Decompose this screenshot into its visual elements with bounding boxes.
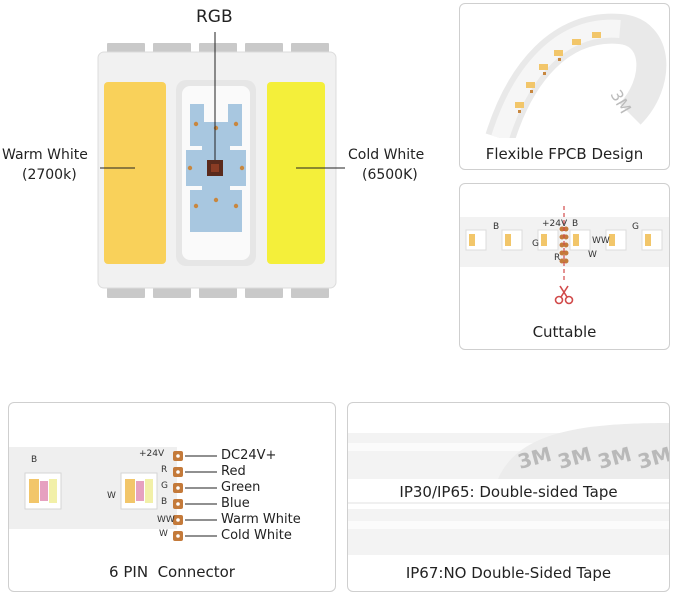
cut-mark-g: G bbox=[532, 239, 539, 249]
tape-bottom-caption: IP67:NO Double-Sided Tape bbox=[405, 564, 612, 582]
cut-mark-r: R bbox=[554, 253, 561, 263]
strip-mark-w: W bbox=[107, 491, 116, 501]
pin-label-green: Green bbox=[221, 480, 261, 495]
strip-mark-g: G bbox=[161, 481, 168, 491]
pin-label-cold-white: Cold White bbox=[221, 528, 292, 543]
pin-label-red: Red bbox=[221, 464, 246, 479]
connector-caption: 6 PIN Connector bbox=[109, 563, 235, 581]
cut-mark-b: B bbox=[493, 222, 500, 232]
cold-white-label: Cold White bbox=[348, 147, 425, 163]
cold-white-temp: (6500K) bbox=[362, 167, 418, 183]
strip-mark-w2: W bbox=[159, 529, 168, 539]
pin-label-dc24v: DC24V+ bbox=[221, 448, 277, 463]
warm-white-label: Warm White bbox=[2, 147, 88, 163]
cut-mark-b2: B bbox=[572, 219, 579, 229]
rgb-label: RGB bbox=[196, 7, 233, 27]
flexible-strip-image: 3M bbox=[485, 13, 667, 138]
cut-mark-w: W bbox=[588, 250, 597, 260]
fpcb-panel: 3M Flexible FPCB Design bbox=[459, 3, 670, 170]
tape-panel: 3M 3M 3M 3M IP30/IP65: Double-sided Tape… bbox=[347, 402, 670, 592]
strip-mark-b: B bbox=[31, 455, 38, 465]
cuttable-panel: B +24V G R B WW W G Cuttable bbox=[459, 183, 670, 350]
cuttable-caption: Cuttable bbox=[532, 323, 597, 341]
led-chip-graphic bbox=[97, 32, 345, 298]
strip-mark-ww: WW bbox=[157, 515, 175, 525]
warm-white-temp: (2700k) bbox=[22, 167, 77, 183]
connector-strip-image bbox=[9, 447, 217, 541]
scissors-icon bbox=[554, 285, 574, 305]
fpcb-caption: Flexible FPCB Design bbox=[485, 145, 644, 163]
cut-mark-24v: +24V bbox=[542, 219, 568, 229]
cut-mark-g2: G bbox=[632, 222, 639, 232]
pin-label-warm-white: Warm White bbox=[221, 512, 301, 527]
strip-mark-24v: +24V bbox=[139, 449, 165, 459]
connector-panel: B +24V R G B W WW W DC24V+ Red Green Blu… bbox=[8, 402, 336, 592]
pin-label-blue: Blue bbox=[221, 496, 250, 511]
cuttable-strip-image bbox=[460, 206, 669, 305]
strip-mark-r: R bbox=[161, 465, 168, 475]
tape-top-caption: IP30/IP65: Double-sided Tape bbox=[399, 483, 618, 501]
led-chip-illustration: RGB Warm White (2700k) Cold White (6500K… bbox=[0, 0, 440, 320]
strip-mark-b2: B bbox=[161, 497, 168, 507]
cut-mark-ww: WW bbox=[592, 236, 610, 246]
tape-strip-image: 3M 3M 3M 3M bbox=[348, 423, 669, 555]
